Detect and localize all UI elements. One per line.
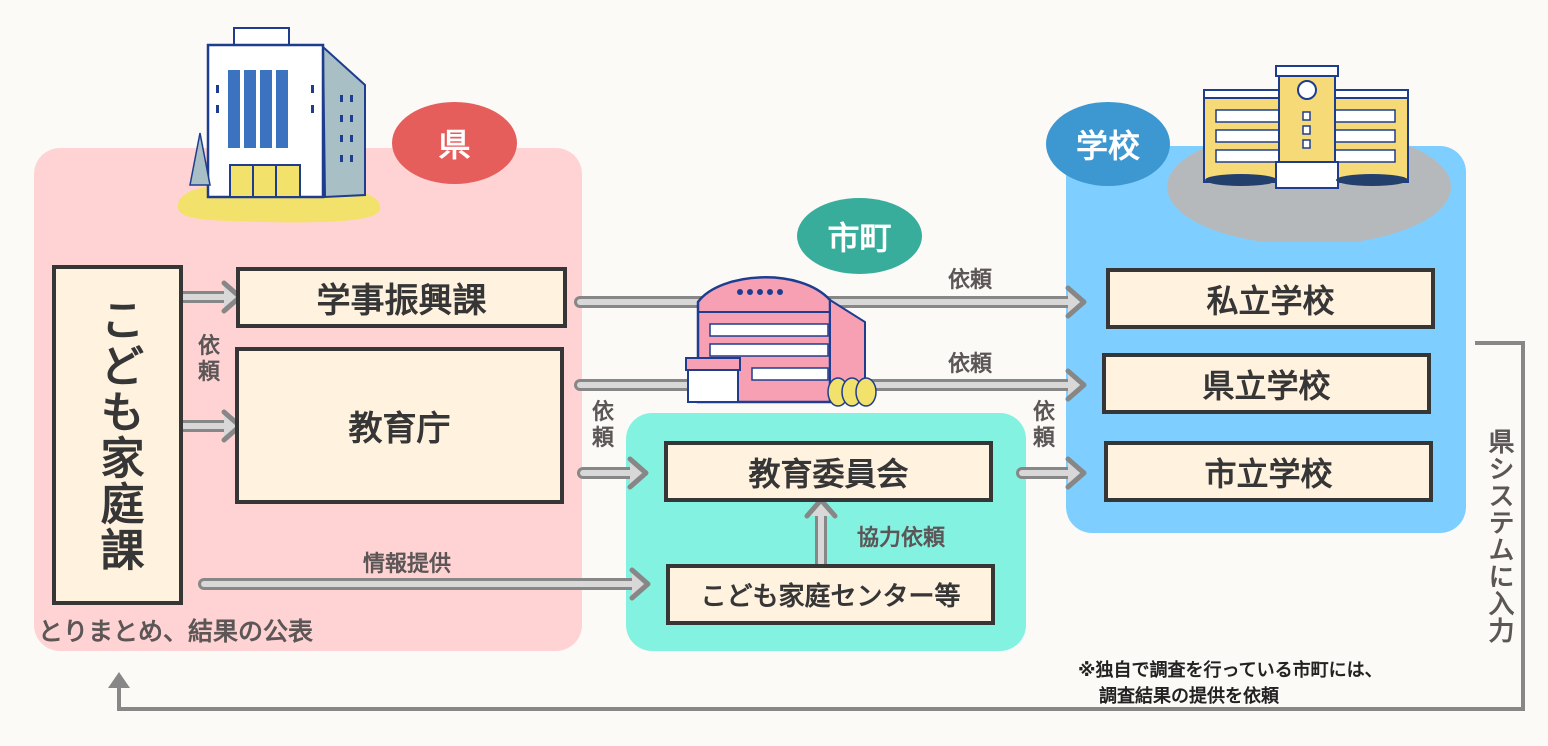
feedback-arrowhead [108,672,130,688]
municipal-school-box[interactable]: 市立学校 [1104,441,1433,502]
cooperation-request-label: 協力依頼 [857,526,946,551]
municipal-office-building-icon [685,276,877,407]
request-label-municipal-left: 依頼 [591,400,614,451]
arrow-to-school-affairs [177,283,240,311]
private-school-box[interactable]: 私立学校 [1106,268,1435,329]
request-label-middle: 依頼 [948,352,993,377]
request-label-municipal-right: 依頼 [1032,400,1055,451]
arrow-cooperation-request [807,500,835,570]
prefectural-board-of-education-box[interactable]: 教育庁 [235,347,564,504]
arrow-to-municipal-board [577,459,646,487]
prefecture-footer-label: とりまとめ、結果の公表 [38,617,314,646]
note-line-2: 調査結果の提供を依頼 [1099,686,1279,707]
prefectural-school-box[interactable]: 県立学校 [1102,353,1431,414]
info-provision-label: 情報提供 [363,552,452,577]
municipal-board-of-education-box[interactable]: 教育委員会 [664,441,993,502]
system-input-feedback-line [117,341,1525,711]
children-family-division-box[interactable]: こども家庭課 [52,265,183,605]
prefectural-office-building-icon [177,27,381,223]
arrow-to-municipal-school [1016,459,1084,487]
prefecture-badge: 県 [392,102,517,184]
arrow-info-provision [198,570,648,598]
arrow-to-board-of-education [177,412,240,440]
children-family-division-label: こども家庭課 [92,297,144,573]
system-input-label: 県システムに入力 [1484,428,1514,644]
request-label-left: 依頼 [197,334,220,385]
children-family-center-box[interactable]: こども家庭センター等 [666,564,995,625]
municipality-badge: 市町 [797,198,922,274]
request-label-top: 依頼 [948,268,993,293]
school-badge: 学校 [1046,102,1170,186]
note-line-1: ※独自で調査を行っている市町には、 [1078,660,1383,681]
school-building-icon [1167,65,1451,242]
school-affairs-division-box[interactable]: 学事振興課 [236,267,567,328]
